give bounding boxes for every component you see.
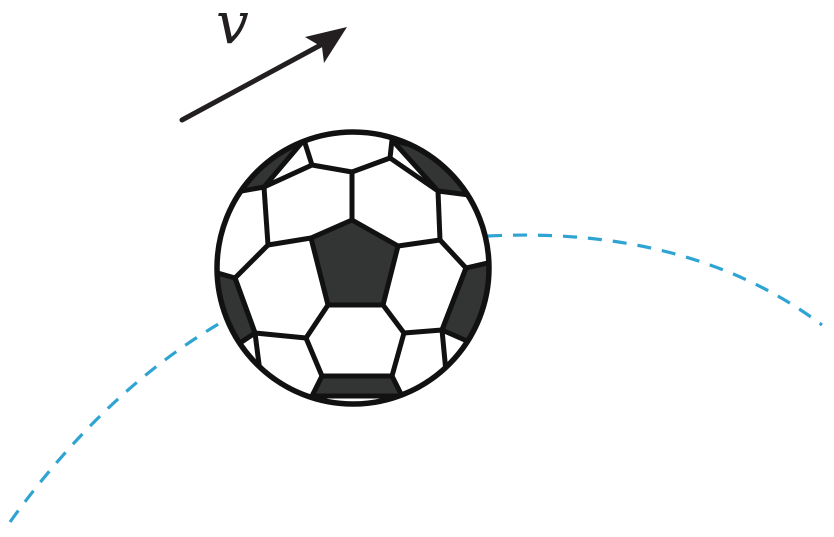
trajectory-path [8, 320, 223, 523]
trajectory-path-right [487, 233, 823, 327]
velocity-label: v [216, 0, 249, 57]
soccer-ball-icon [214, 129, 492, 407]
velocity-arrow-icon [179, 27, 347, 123]
